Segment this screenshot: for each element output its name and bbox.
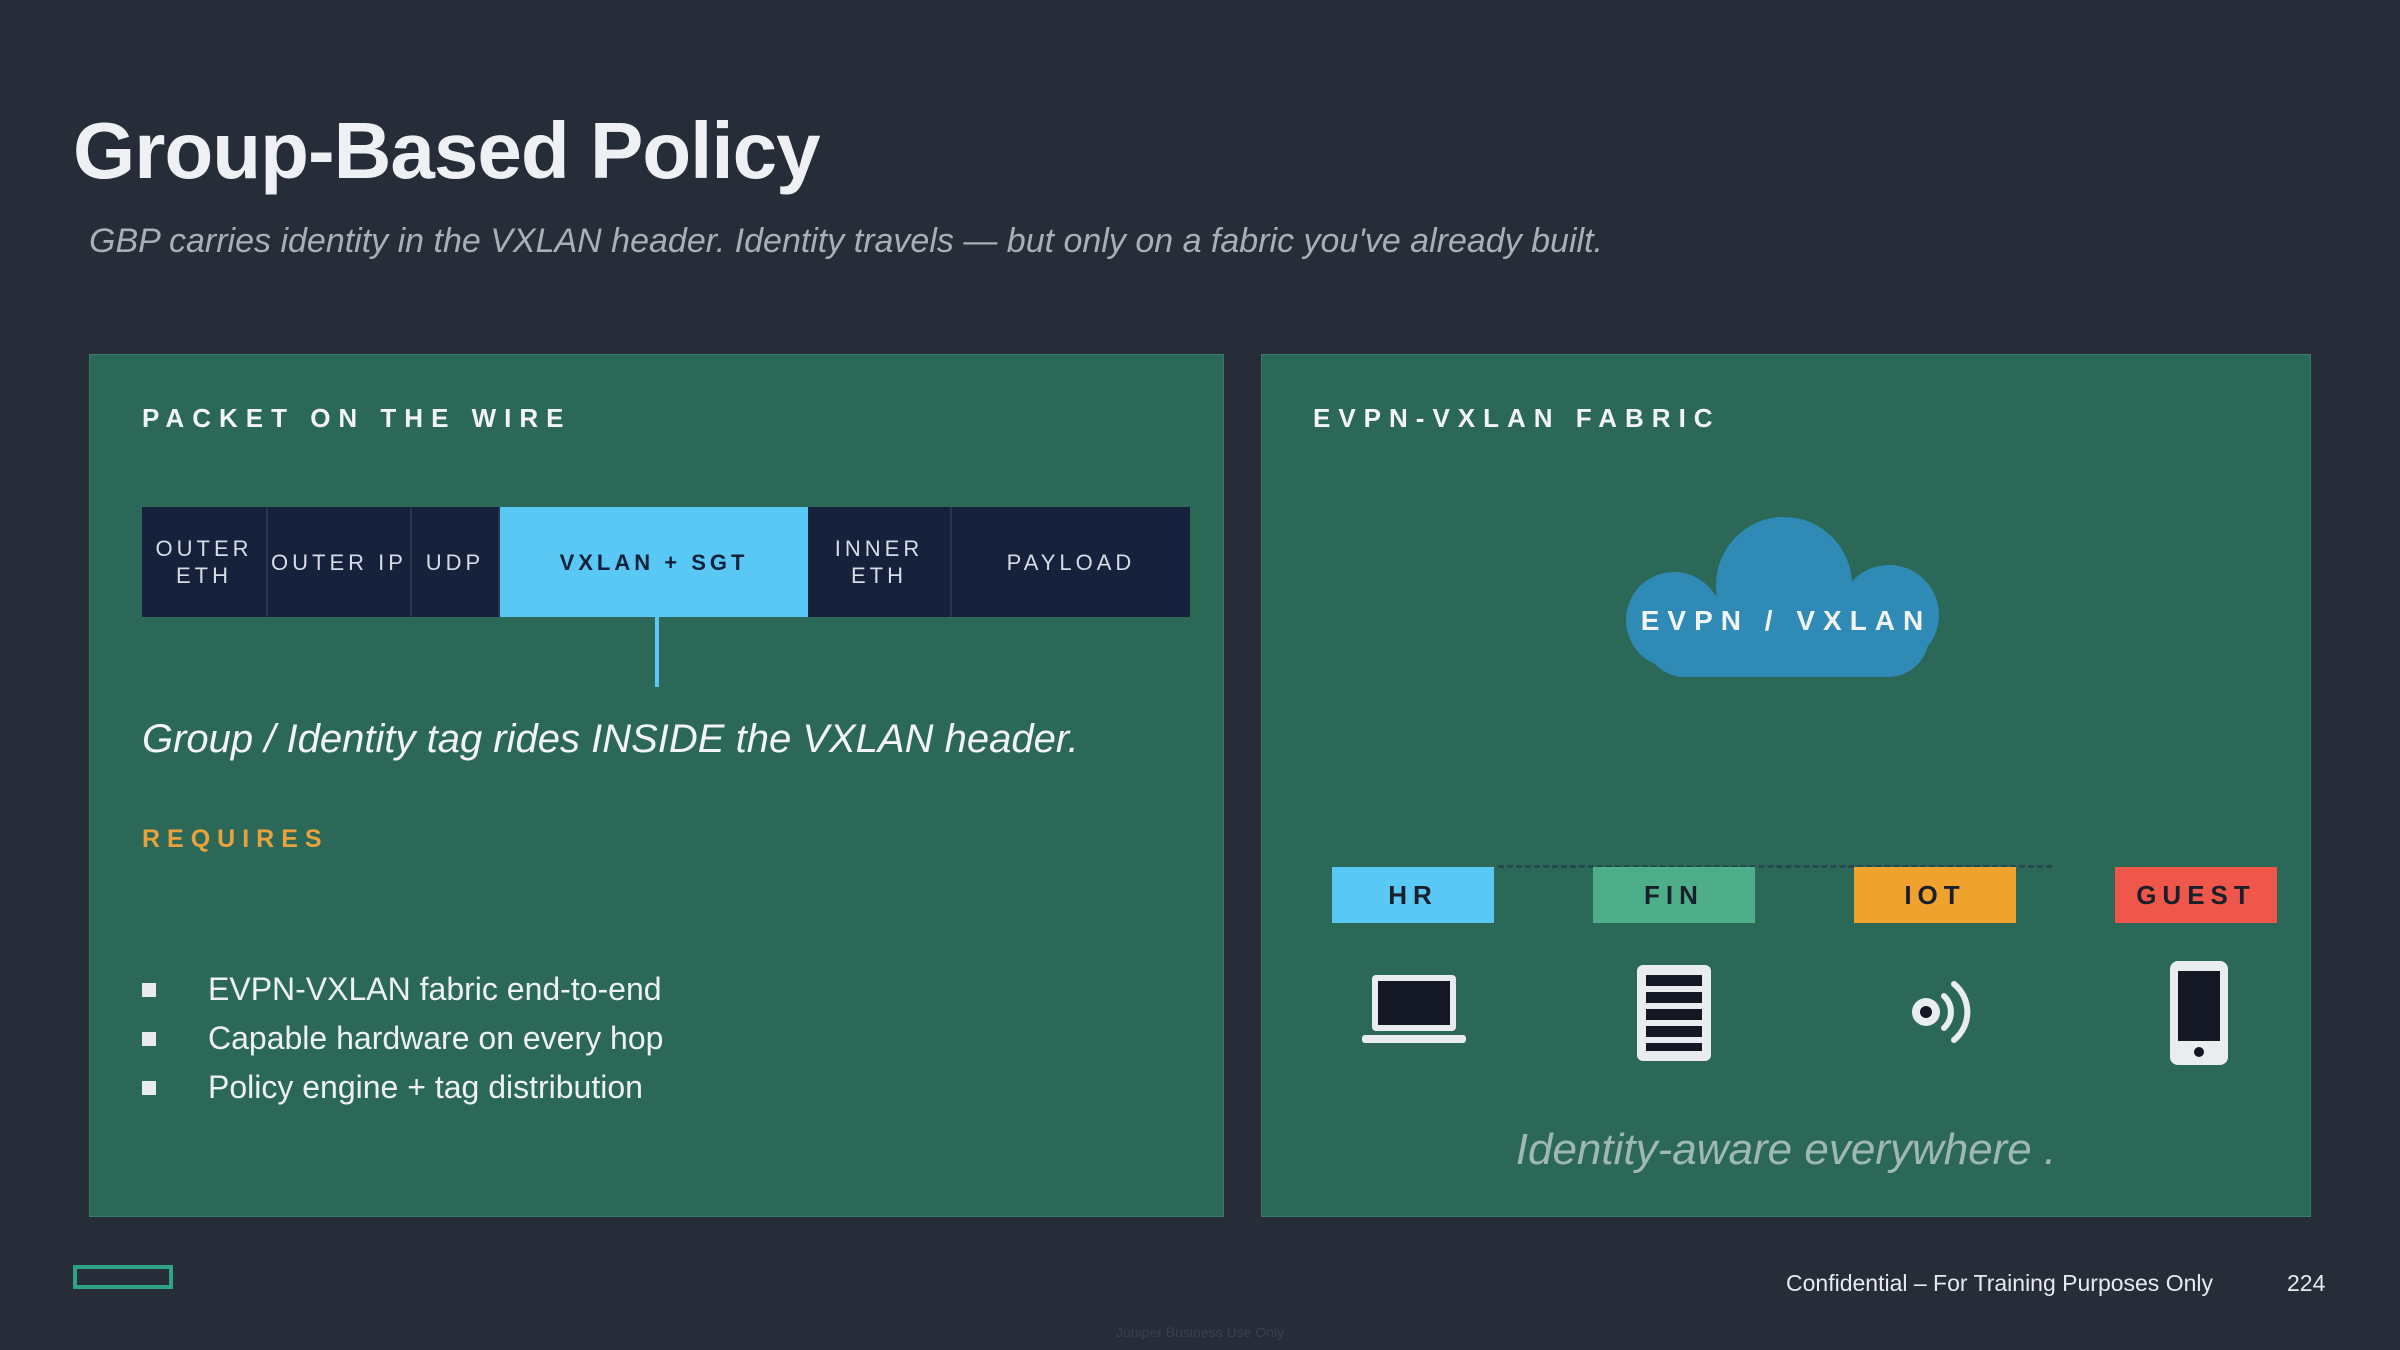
requirement-text: EVPN-VXLAN fabric end-to-end [208,971,662,1007]
fabric-panel-heading: EVPN-VXLAN FABRIC [1313,403,1721,433]
requirement-text: Policy engine + tag distribution [208,1069,643,1105]
fabric-tagline: Identity-aware everywhere . [1515,1125,2057,1174]
segment-label: INNER [834,536,924,561]
logo-bar [73,1265,173,1289]
packet-panel-heading: PACKET ON THE WIRE [142,403,572,433]
requirement-text: Capable hardware on every hop [208,1020,664,1056]
segment-label: PAYLOAD [1006,549,1136,575]
segment-label: ETH [176,563,232,588]
segment-label: OUTER [155,536,253,561]
vxlan-connector-line [655,617,659,687]
segment-vxlan-sgt: VXLAN + SGT [500,507,808,617]
server-icon [1637,965,1711,1061]
list-item: Policy engine + tag distribution [142,1063,663,1112]
slide-title: Group-Based Policy [73,106,821,195]
group-tag-label: GUEST [2136,879,2256,910]
smartphone-icon [2170,961,2228,1065]
watermark-text: Juniper Business Use Only [1115,1324,1285,1340]
cloud-icon [1626,517,1939,677]
segment-label: UDP [425,549,485,575]
fabric-panel: EVPN-VXLAN FABRIC EVPN / VXLAN HR FIN IO… [1261,354,2311,1217]
requirements-list: EVPN-VXLAN fabric end-to-end Capable har… [142,965,663,1112]
laptop-icon [1362,975,1466,1043]
group-tag-label: FIN [1644,879,1704,910]
segment-label: ETH [850,563,907,588]
list-item: Capable hardware on every hop [142,1014,663,1063]
requires-label: REQUIRES [142,825,329,853]
group-tag-label: HR [1388,879,1438,910]
segment-label: VXLAN + SGT [559,549,749,575]
fabric-link-line [1498,865,2052,868]
group-tag-guest: GUEST [2115,867,2277,923]
group-tag-fin: FIN [1593,867,1755,923]
page-number: 224 [2287,1270,2326,1296]
packet-tagline: Group / Identity tag rides INSIDE the VX… [142,717,1079,761]
list-item: EVPN-VXLAN fabric end-to-end [142,965,663,1014]
confidential-notice: Confidential – For Training Purposes Onl… [1786,1270,2213,1296]
segment-outer-ip: OUTER IP [268,507,412,617]
iot-signal-icon [1912,981,1971,1043]
segment-payload: PAYLOAD [952,507,1190,617]
segment-label: OUTER IP [271,549,407,575]
segment-udp: UDP [412,507,500,617]
group-tag-iot: IOT [1854,867,2016,923]
group-tag-label: IOT [1904,879,1966,910]
bullet-icon [142,982,156,997]
bullet-icon [142,1031,156,1046]
cloud-label: EVPN / VXLAN [1640,605,1932,636]
bullet-icon [142,1080,156,1095]
group-tag-hr: HR [1332,867,1494,923]
slide-subtitle: GBP carries identity in the VXLAN header… [89,222,1603,260]
